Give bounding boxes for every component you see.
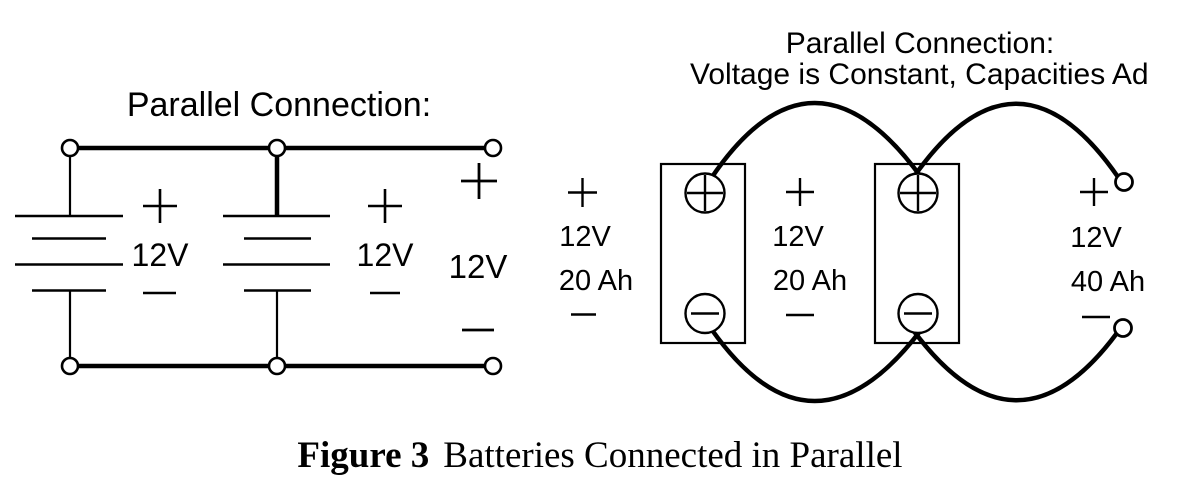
box2-negative-terminal xyxy=(897,292,939,335)
left-title: Parallel Connection: xyxy=(127,86,431,124)
right-title-line1: Parallel Connection: xyxy=(786,27,1055,60)
between-capacity-label: 20 Ah xyxy=(773,265,847,297)
battery1-voltage-label: 12V xyxy=(132,237,190,273)
right-title-line2: Voltage is Constant, Capacities Ad xyxy=(690,58,1149,91)
between-voltage-label: 12V xyxy=(772,221,824,253)
cable-top-2 xyxy=(910,101,1121,181)
right-output-capacity-label: 40 Ah xyxy=(1071,266,1145,298)
battery2-plus-icon xyxy=(368,189,402,223)
right-output-voltage-label: 12V xyxy=(1070,222,1122,254)
cable-end-terminal-bottom xyxy=(1113,318,1133,338)
equivalent-battery-label xyxy=(568,178,597,316)
equivalent-capacity-label: 20 Ah xyxy=(559,265,633,297)
node-top-left xyxy=(60,138,80,158)
equivalent-voltage-label: 12V xyxy=(559,221,611,253)
box2-positive-terminal xyxy=(897,172,939,214)
cable-end-terminal-top xyxy=(1114,172,1134,192)
cable-top-1 xyxy=(709,100,924,180)
node-bottom-left xyxy=(60,356,80,376)
left-schematic xyxy=(15,138,503,376)
figure-caption-number: Figure 3 xyxy=(297,435,430,476)
figure-caption-text: Batteries Connected in Parallel xyxy=(443,435,903,476)
battery2-voltage-label: 12V xyxy=(357,237,415,273)
right-pictorial xyxy=(659,100,1134,404)
node-bottom-middle xyxy=(267,356,287,376)
box1-positive-terminal xyxy=(684,172,726,214)
output-voltage-label: 12V xyxy=(449,248,508,285)
output-plus-icon xyxy=(461,163,497,199)
figure-caption: Figure 3 Batteries Connected in Parallel xyxy=(0,437,1200,474)
cable-bottom-2 xyxy=(910,327,1120,403)
battery-box-1 xyxy=(659,162,747,345)
equivalent-plus-icon xyxy=(568,178,597,207)
battery1-plus-icon xyxy=(143,189,177,223)
node-top-right xyxy=(483,138,503,158)
node-bottom-right xyxy=(483,356,503,376)
cable-bottom-1 xyxy=(709,327,924,404)
jumper-cables xyxy=(709,100,1121,404)
box1-negative-terminal xyxy=(684,292,726,335)
battery2-symbol xyxy=(223,150,330,359)
between-plus-icon xyxy=(786,178,814,206)
node-top-middle xyxy=(267,138,287,158)
battery1-symbol xyxy=(15,154,123,359)
battery-box-2 xyxy=(873,162,961,345)
node-circles xyxy=(60,138,503,376)
right-output-plus-icon xyxy=(1080,178,1108,206)
